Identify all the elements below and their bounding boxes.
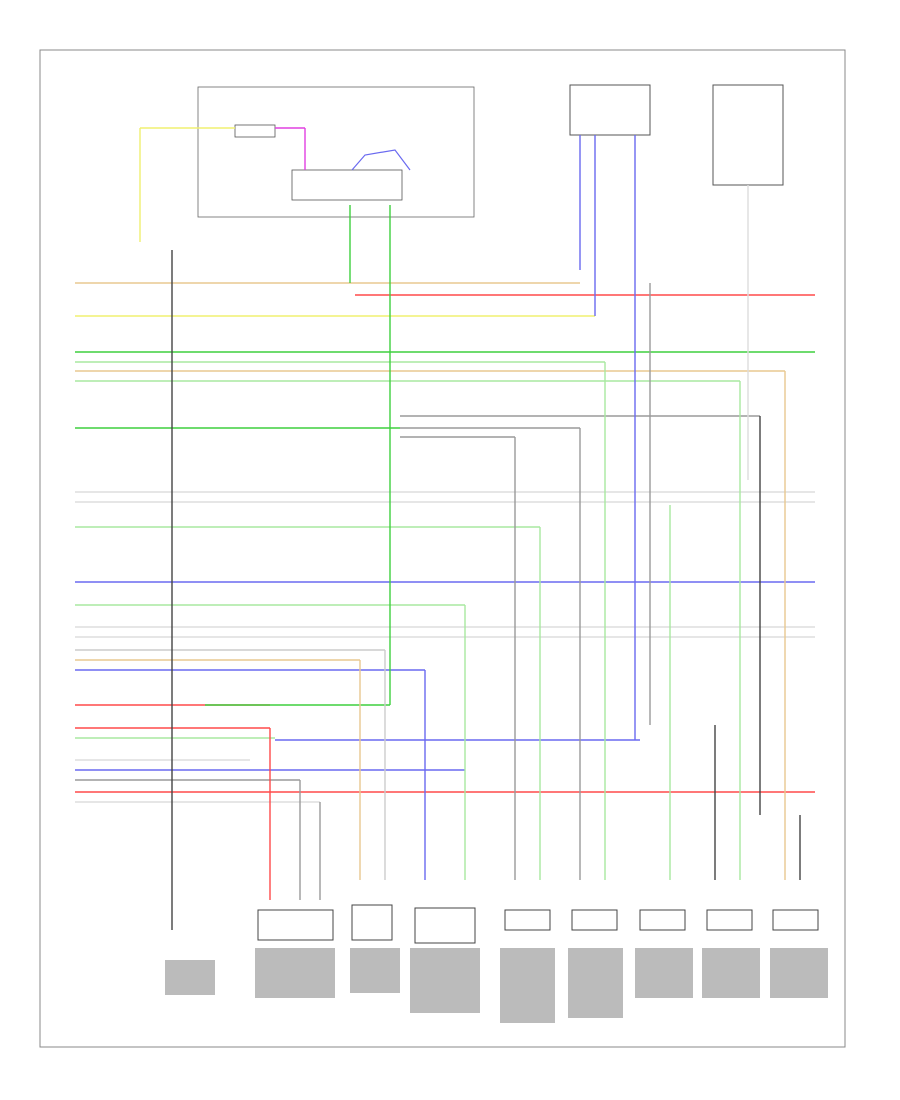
top-switch-box [197, 86, 475, 218]
vertical-wires [171, 135, 801, 930]
component-7 [706, 909, 753, 931]
top-right-connector [569, 84, 651, 136]
top-switch-contact [351, 149, 411, 171]
horizontal-wires [75, 127, 815, 803]
diagram-frame [39, 49, 846, 1048]
component-5 [571, 909, 618, 931]
component-labels [165, 948, 828, 1023]
component-8 [772, 909, 819, 931]
component-3 [414, 907, 476, 944]
component-2 [351, 904, 393, 941]
component-1 [257, 909, 334, 941]
bottom-components [257, 904, 819, 944]
component-6 [639, 909, 686, 931]
top-far-right-module [712, 84, 784, 186]
top-inner-component [291, 169, 403, 201]
top-small-switch [234, 124, 276, 138]
component-4 [504, 909, 551, 931]
